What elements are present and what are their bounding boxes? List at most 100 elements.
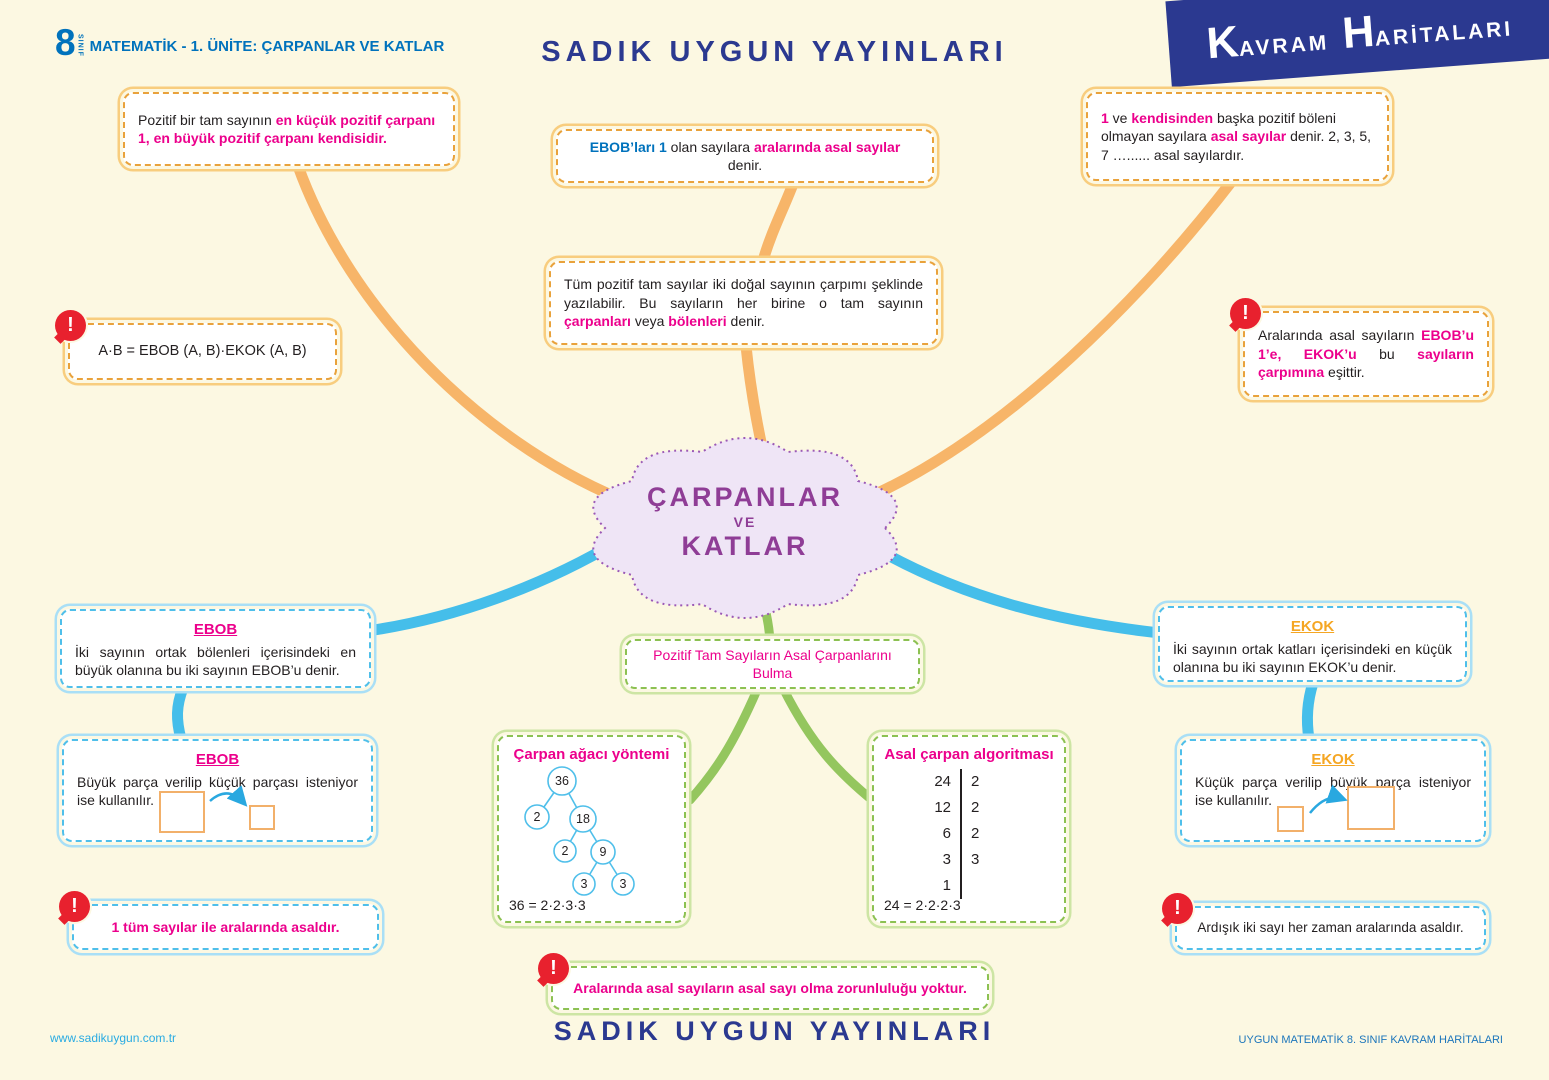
- text-segment: başka pozitif böleni olmayan sayılara: [1101, 109, 1337, 145]
- branch-ebob-sub: [172, 682, 189, 745]
- text-segment-highlight: sayıların çarpımına: [1258, 345, 1474, 381]
- tree-node-circle: [569, 805, 597, 833]
- tree-node-value: 9: [600, 845, 607, 859]
- unit-title: MATEMATİK - 1. ÜNİTE: ÇARPANLAR VE KATLA…: [89, 38, 445, 56]
- ebob-usage-text: Büyük parça verilip küçük parçası isteni…: [77, 773, 358, 809]
- prime-algorithm-result: 24 = 2·2·2·3: [884, 896, 961, 913]
- big-to-small-arrow-icon: [209, 785, 248, 807]
- text-segment-highlight: EBOB’u 1’e, EKOK’u: [1258, 327, 1474, 362]
- text-segment: Tüm pozitif tam sayılar iki doğal sayını…: [564, 276, 923, 311]
- divisor: [960, 873, 990, 899]
- small-piece-square: [249, 805, 275, 830]
- tree-node-value: 18: [576, 812, 590, 826]
- ebob-title: EBOB: [193, 621, 238, 638]
- divisor: 2: [960, 821, 990, 847]
- dividend: 6: [942, 825, 951, 843]
- note-text: Aralarında asal sayıların asal sayı olma…: [573, 979, 967, 996]
- dividend: 24: [934, 773, 951, 791]
- banner-text-avram: AVRAM: [1238, 31, 1331, 61]
- tree-node-circle: [590, 839, 616, 865]
- large-piece-square: [1347, 786, 1395, 830]
- tree-node-value: 36: [555, 774, 569, 788]
- text-segment-highlight: çarpanları: [564, 313, 631, 330]
- factor-tree-box: Çarpan ağacı yöntemi 36 2: [497, 735, 686, 923]
- rich-text: EBOB’ları 1 olan sayılara aralarında asa…: [571, 138, 919, 175]
- website-url: www.sadikuygun.com.tr: [50, 1031, 177, 1045]
- definition-prime-numbers: 1 ve kendisinden başka pozitif böleni ol…: [1086, 92, 1389, 181]
- tree-node-circle: [572, 872, 596, 896]
- banner-text-aritalari: ARİTALARI: [1374, 17, 1514, 51]
- ebob-usage-box: EBOB Büyük parça verilip küçük parçası i…: [62, 739, 373, 842]
- publisher-title-bottom: SADIK UYGUN YAYINLARI: [553, 1016, 996, 1046]
- text-segment-highlight: EBOB’ları 1: [589, 138, 667, 155]
- note-text: Ardışık iki sayı her zaman aralarında as…: [1197, 920, 1464, 936]
- central-topic-line1: ÇARPANLAR: [647, 482, 843, 512]
- table-row: 1: [918, 873, 990, 899]
- central-topic: ÇARPANLAR VE KATLAR: [620, 482, 870, 562]
- publisher-title-top: SADIK UYGUN YAYINLARI: [541, 36, 1008, 68]
- banner-letter-h: H: [1340, 6, 1377, 59]
- exclamation-icon: !: [538, 953, 569, 984]
- cloud-shape: [592, 437, 898, 619]
- branch-tree-method: [685, 685, 762, 805]
- note-consecutive-coprime: ! Ardışık iki sayı her zaman aralarında …: [1162, 893, 1486, 950]
- text-segment: eşittir.: [1324, 364, 1365, 381]
- text-segment: Aralarında asal sayıların: [1258, 327, 1422, 344]
- text-segment: olan sayılara: [666, 138, 754, 155]
- dividend: 3: [942, 851, 951, 869]
- formula-text: A·B = EBOB (A, B)·EKOK (A, B): [98, 342, 307, 359]
- note-one-coprime: ! 1 tüm sayılar ile aralarında asaldır.: [59, 891, 379, 950]
- grade-label: SINIF: [76, 34, 84, 58]
- tree-node-value: 3: [620, 877, 627, 891]
- divisor: 2: [960, 795, 990, 821]
- rich-text: Aralarında asal sayıların EBOB’u 1’e, EK…: [1258, 326, 1474, 381]
- text-segment: ve: [1108, 109, 1132, 126]
- large-piece-square: [159, 791, 205, 833]
- ekok-usage-text: Küçük parça verilip büyük parça isteniyo…: [1195, 773, 1471, 809]
- prime-factorization-heading: Pozitif Tam Sayıların Asal Çarpanlarını …: [625, 639, 920, 689]
- note-coprime-not-prime: ! Aralarında asal sayıların asal sayı ol…: [538, 953, 989, 1010]
- text-segment: veya: [630, 313, 669, 330]
- divisor: 3: [960, 847, 990, 873]
- ekok-definition-box: EKOK İki sayının ortak katları içerisind…: [1158, 606, 1467, 682]
- note-coprime-ebob-ekok: ! Aralarında asal sayıların EBOB’u 1’e, …: [1230, 298, 1489, 397]
- branch-ebob: [368, 534, 626, 636]
- factor-tree-title: Çarpan ağacı yöntemi: [513, 746, 670, 763]
- central-topic-line2: VE: [733, 514, 757, 530]
- text-segment: denir.: [726, 313, 765, 330]
- text-segment: denir.: [727, 157, 763, 173]
- grade-badge: 8 SINIF MATEMATİK - 1. ÜNİTE: ÇARPANLAR …: [55, 24, 445, 61]
- ekok-definition-text: İki sayının ortak katları içerisindeki e…: [1173, 640, 1452, 676]
- tree-node-circle: [553, 839, 577, 863]
- note-ebob-ekok-product: ! A·B = EBOB (A, B)·EKOK (A, B): [55, 310, 337, 380]
- text-segment-highlight: bölenleri: [668, 313, 727, 330]
- branch-top-center-upper: [757, 178, 799, 267]
- tree-node-circle: [547, 766, 577, 796]
- branch-ekok: [864, 539, 1166, 639]
- rich-text: 1 ve kendisinden başka pozitif böleni ol…: [1101, 109, 1374, 164]
- ebob-definition-text: İki sayının ortak bölenleri içerisindeki…: [75, 643, 356, 679]
- branch-ekok-sub: [1301, 677, 1319, 745]
- text-segment: denir. 2, 3, 5, 7 …...... asal sayılardı…: [1101, 128, 1372, 163]
- exclamation-icon: !: [1230, 298, 1261, 329]
- ekok-title: EKOK: [1290, 618, 1335, 635]
- branch-top-right: [874, 175, 1238, 498]
- central-topic-line3: KATLAR: [681, 531, 809, 561]
- edition-label: UYGUN MATEMATİK 8. SINIF KAVRAM HARİTALA…: [1238, 1034, 1503, 1046]
- tree-node-value: 2: [562, 844, 569, 858]
- branch-algorithm-method: [779, 685, 877, 805]
- ebob-usage-title: EBOB: [195, 751, 240, 768]
- definition-coprime: EBOB’ları 1 olan sayılara aralarında asa…: [556, 129, 934, 183]
- exclamation-icon: !: [59, 891, 90, 922]
- tree-node-value: 2: [534, 810, 541, 824]
- text-segment-highlight: asal sayılar: [1210, 128, 1287, 145]
- ekok-usage-title: EKOK: [1311, 751, 1355, 768]
- factor-tree-result: 36 = 2·2·3·3: [509, 896, 586, 913]
- banner-letter-k: K: [1204, 17, 1241, 69]
- exclamation-icon: !: [1162, 893, 1193, 924]
